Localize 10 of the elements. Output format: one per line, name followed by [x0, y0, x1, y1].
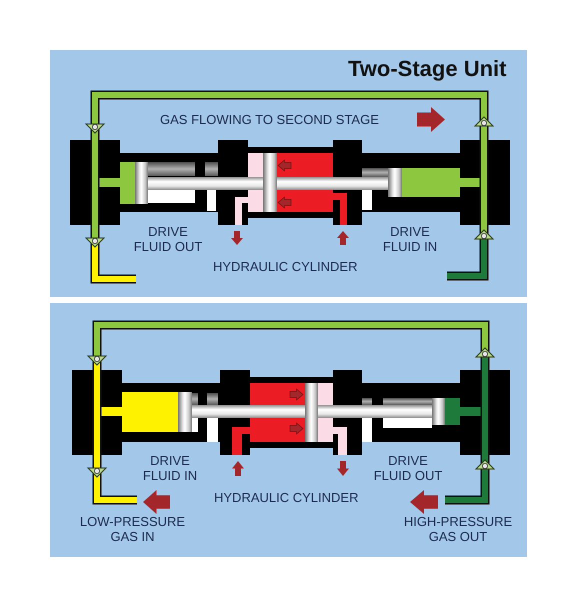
- port-label: DRIVE FLUID OUT: [373, 453, 443, 483]
- port-label: DRIVE FLUID IN: [382, 224, 438, 254]
- cylinder-label: HYDRAULIC CYLINDER: [214, 490, 358, 505]
- gas-port-label: LOW-PRESSURE GAS IN: [79, 514, 186, 544]
- cylinder-label: HYDRAULIC CYLINDER: [213, 259, 358, 274]
- flow-label: GAS FLOWING TO SECOND STAGE: [160, 112, 379, 127]
- port-label: DRIVE FLUID OUT: [133, 224, 203, 254]
- heading: Two-Stage Unit: [348, 56, 506, 82]
- gas-port-label: HIGH-PRESSURE GAS OUT: [403, 514, 513, 544]
- port-label: DRIVE FLUID IN: [142, 453, 198, 483]
